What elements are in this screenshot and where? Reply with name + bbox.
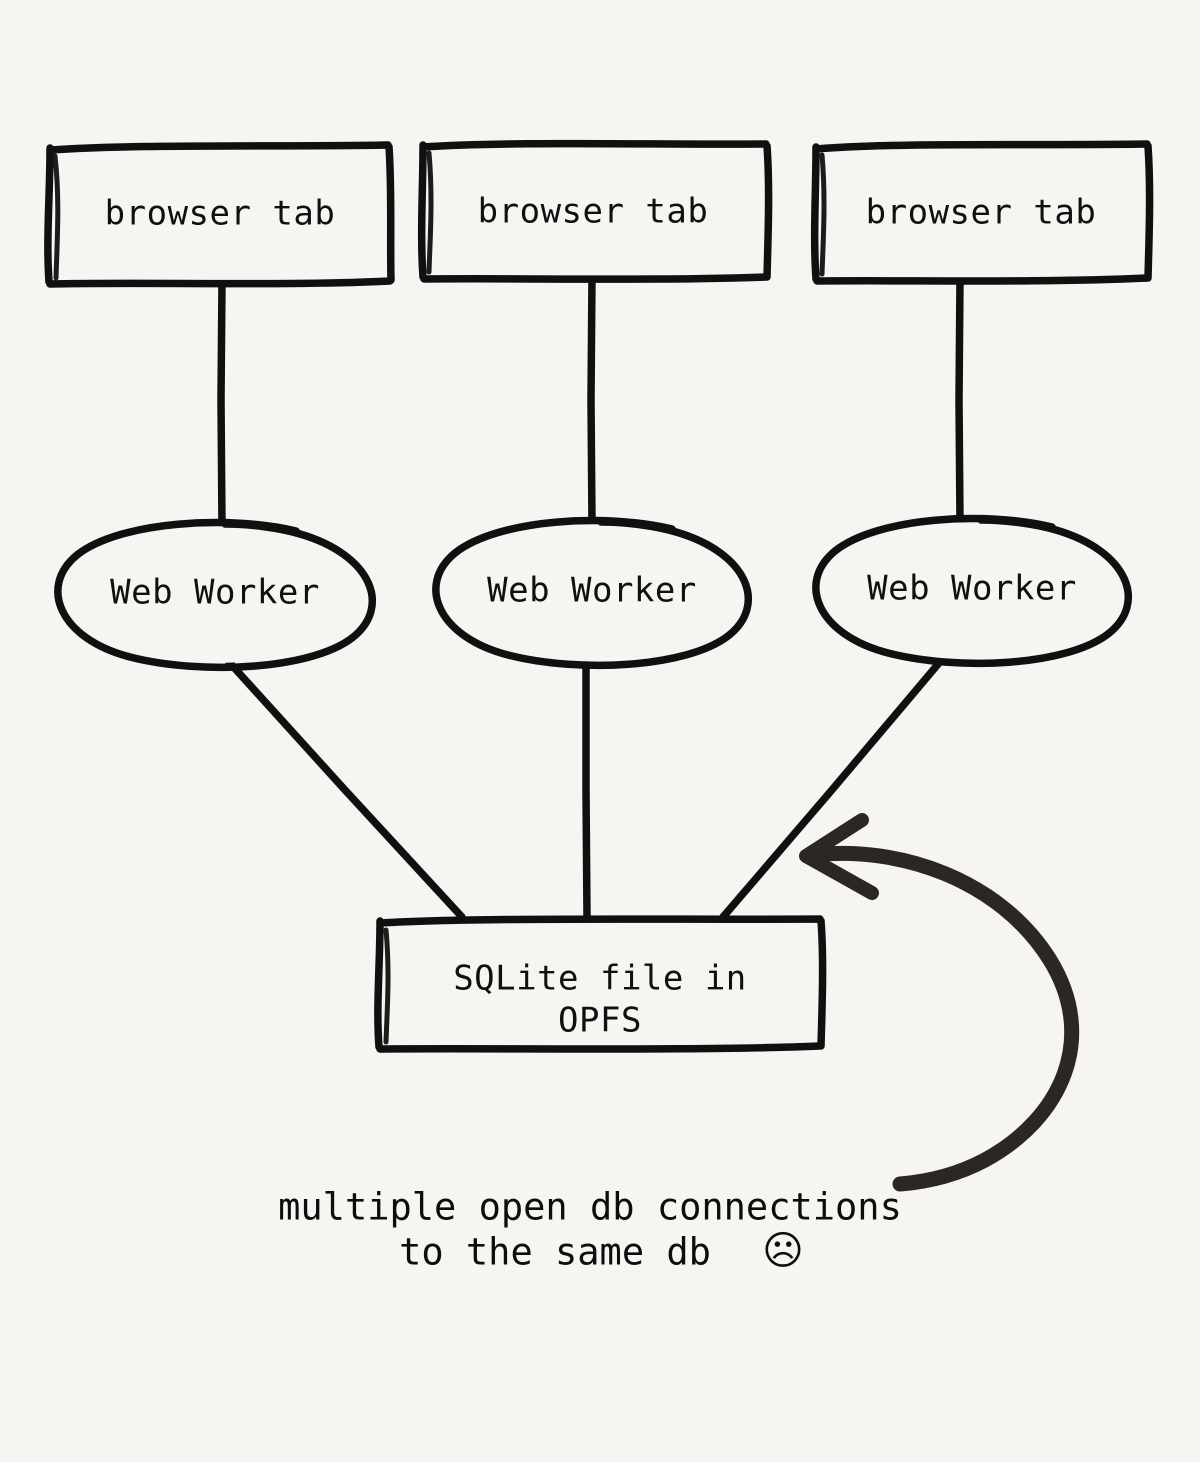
node-web-worker-3[interactable]: Web Worker xyxy=(812,514,1133,668)
frowning-face-icon: ☹ xyxy=(762,1228,804,1274)
sqlite-opfs-label-line1: SQLite file in xyxy=(453,959,747,999)
caption-line-2: to the same db xyxy=(399,1231,711,1274)
edge-tab3-worker3 xyxy=(955,275,964,526)
edge-tab2-worker2 xyxy=(587,272,596,528)
sqlite-opfs-label-line2: OPFS xyxy=(558,1001,642,1041)
node-browser-tab-1[interactable]: browser tab xyxy=(44,141,395,288)
annotation-arrow xyxy=(799,813,1080,1192)
node-sqlite-opfs[interactable]: SQLite file in OPFS xyxy=(374,915,827,1053)
node-web-worker-1[interactable]: Web Worker xyxy=(54,518,377,672)
edge-worker2-db xyxy=(582,661,591,921)
edge-tab1-worker1 xyxy=(217,277,226,531)
browser-tab-1-label: browser tab xyxy=(105,194,336,234)
web-worker-3-label: Web Worker xyxy=(867,569,1077,609)
node-web-worker-2[interactable]: Web Worker xyxy=(432,516,753,670)
edge-worker3-db xyxy=(719,659,943,921)
browser-tab-3-label: browser tab xyxy=(866,193,1097,233)
browser-tab-2-label: browser tab xyxy=(478,192,709,232)
edge-worker1-db xyxy=(225,658,466,921)
web-worker-2-label: Web Worker xyxy=(487,571,697,611)
node-browser-tab-3[interactable]: browser tab xyxy=(810,140,1154,285)
node-browser-tab-2[interactable]: browser tab xyxy=(417,139,773,283)
web-worker-1-label: Web Worker xyxy=(110,573,320,613)
annotation-caption: multiple open db connections to the same… xyxy=(278,1186,902,1275)
caption-line-1: multiple open db connections xyxy=(278,1186,902,1229)
